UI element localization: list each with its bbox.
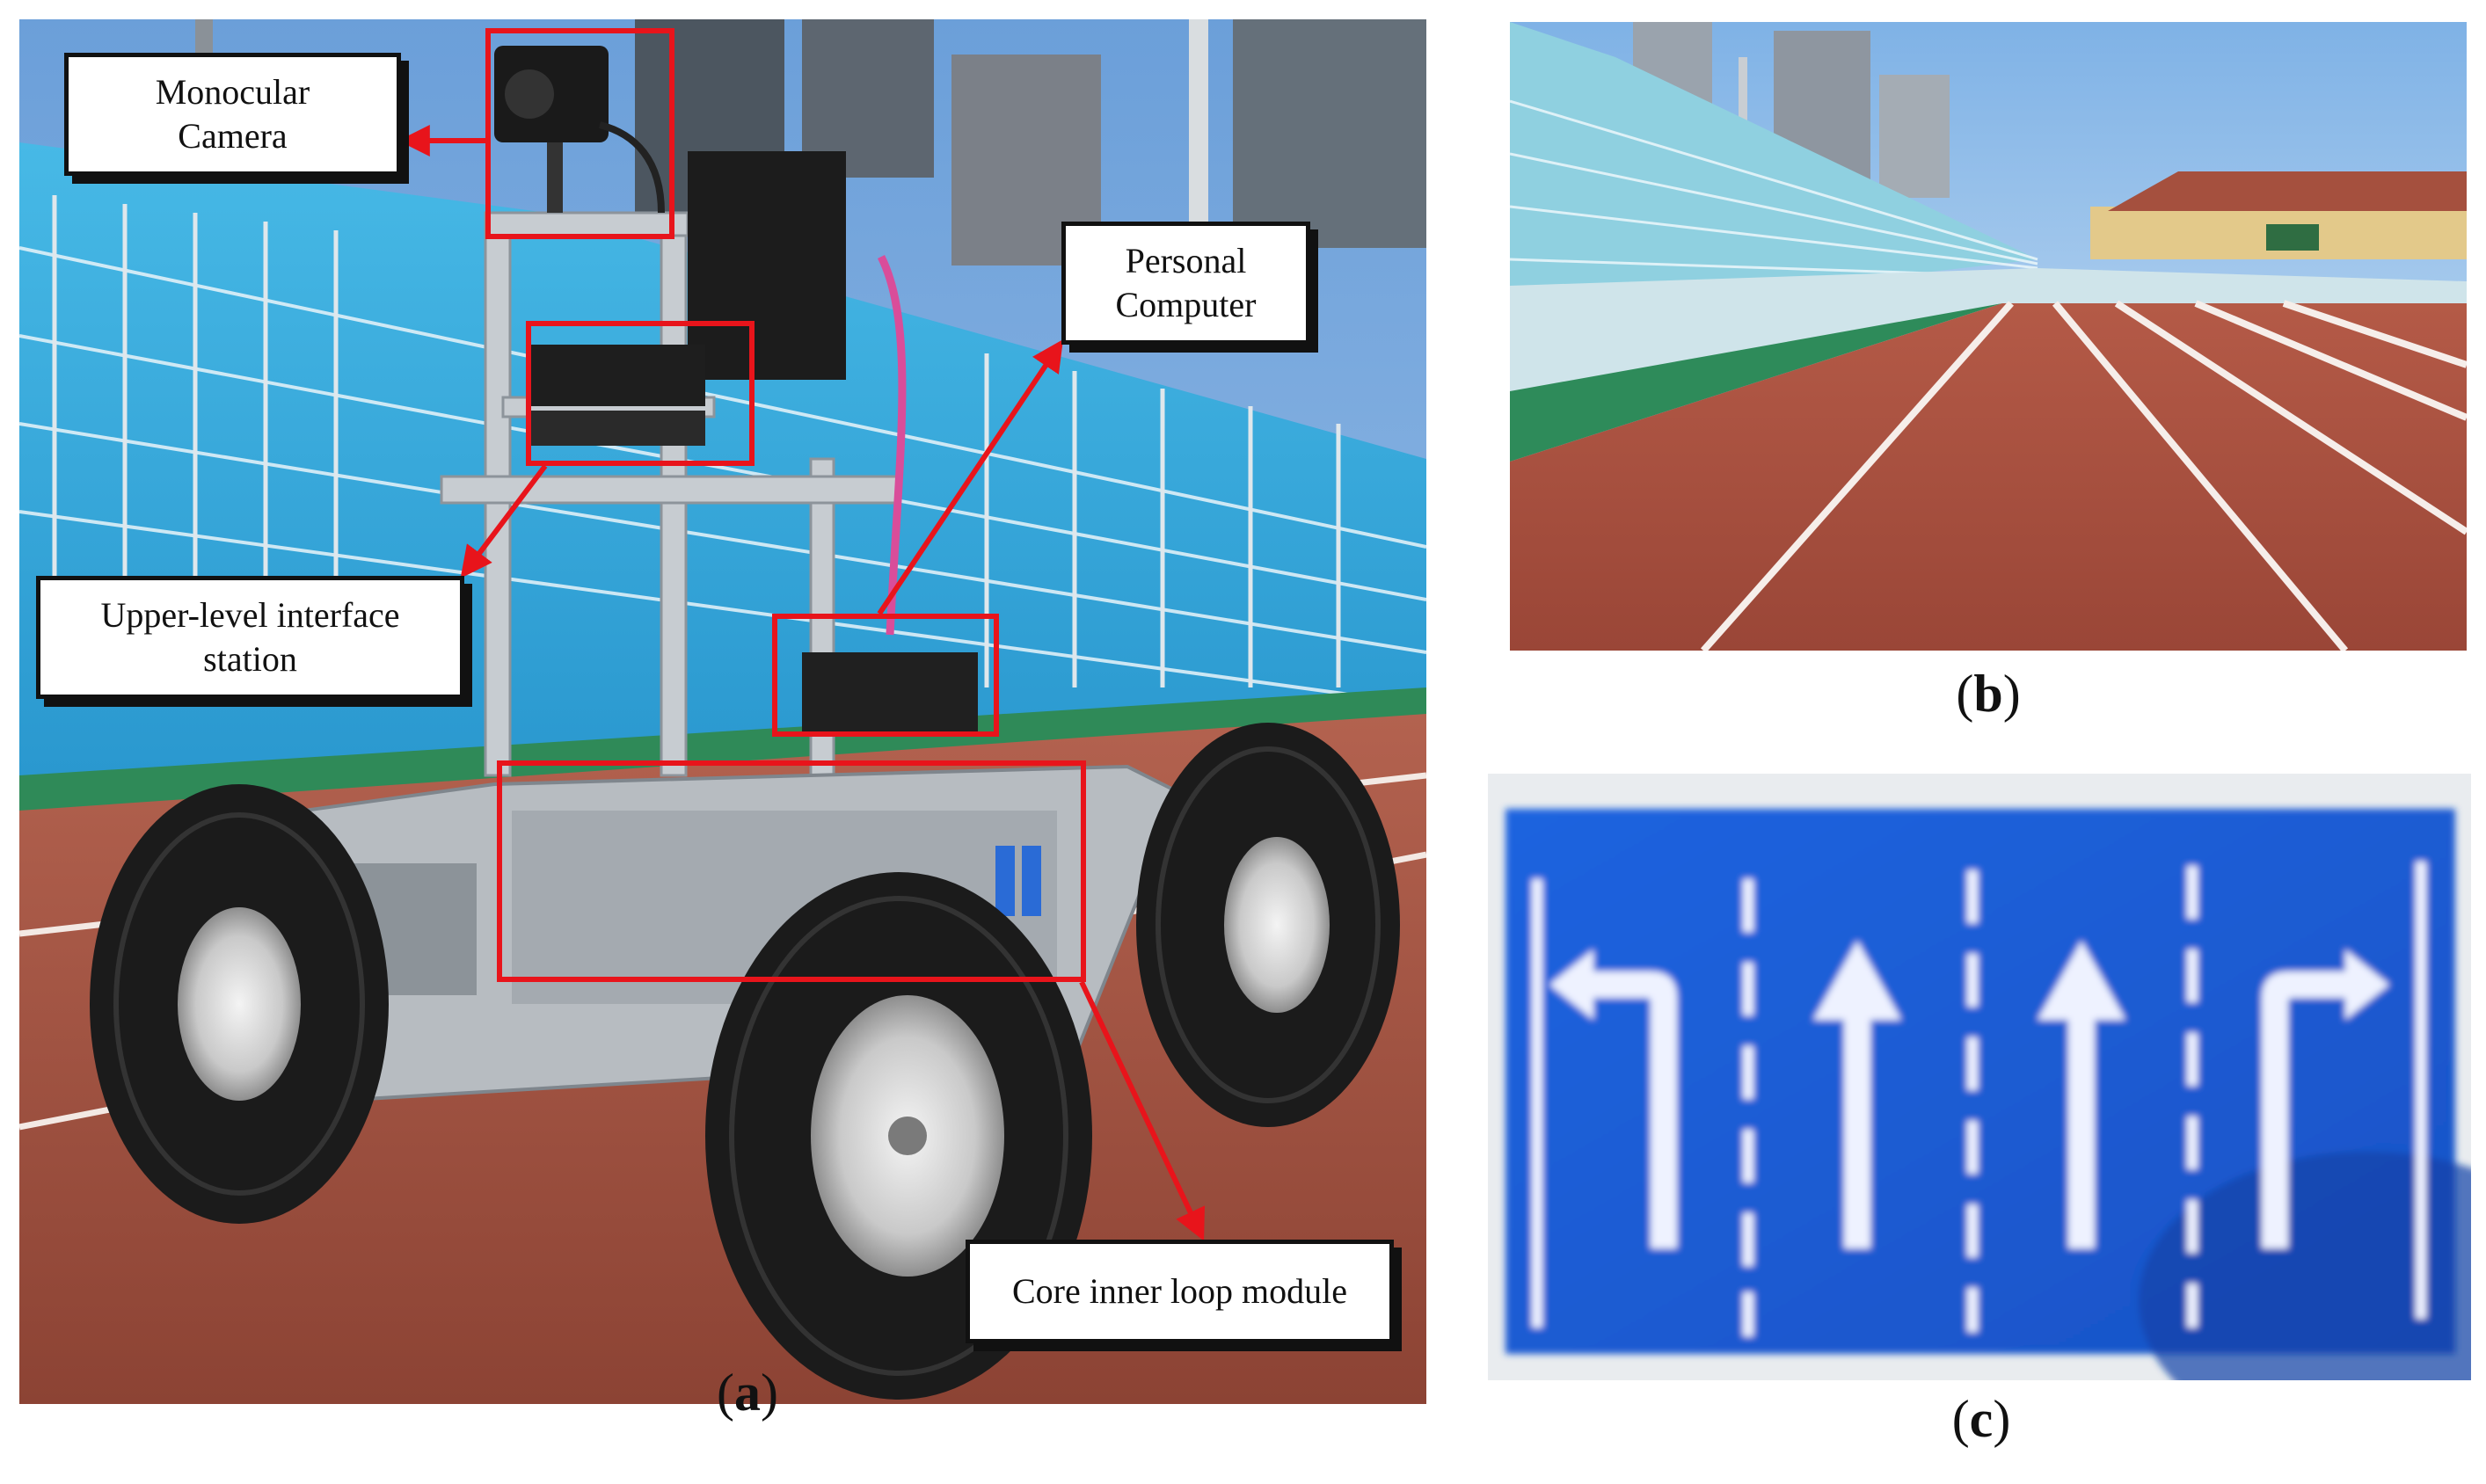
caption-b-letter: b	[1973, 665, 2003, 723]
callout-monocular-camera: Monocular Camera	[64, 53, 401, 176]
straight-arrow-icon	[1813, 941, 1901, 1248]
straight-arrow-icon	[2038, 941, 2125, 1248]
caption-c-letter: c	[1969, 1390, 1994, 1448]
callout-monocular-camera-text: Monocular Camera	[155, 72, 310, 156]
callout-upper-level-station-text: Upper-level interface station	[100, 595, 400, 679]
caption-a: (a)	[717, 1364, 778, 1422]
caption-c: (c)	[1951, 1390, 2011, 1448]
highlight-box-camera	[485, 28, 674, 239]
running-track-illustration	[1510, 22, 2467, 651]
callout-upper-level-station: Upper-level interface station	[36, 576, 464, 699]
callout-personal-computer-text: Personal Computer	[1115, 241, 1257, 324]
lane-sign-illustration	[1488, 774, 2471, 1380]
panel-b-photo	[1510, 22, 2467, 651]
callout-core-inner-loop: Core inner loop module	[966, 1240, 1394, 1343]
caption-a-letter: a	[734, 1364, 761, 1422]
callout-personal-computer: Personal Computer	[1061, 222, 1310, 345]
highlight-box-interface-station	[526, 321, 755, 466]
caption-b: (b)	[1956, 665, 2021, 723]
left-turn-arrow-icon	[1549, 949, 1677, 1248]
right-turn-arrow-icon	[2262, 949, 2389, 1248]
panel-c-photo	[1488, 774, 2471, 1380]
highlight-box-core-module	[497, 760, 1086, 982]
highlight-box-personal-computer	[772, 614, 999, 737]
callout-core-inner-loop-text: Core inner loop module	[1011, 1271, 1348, 1311]
